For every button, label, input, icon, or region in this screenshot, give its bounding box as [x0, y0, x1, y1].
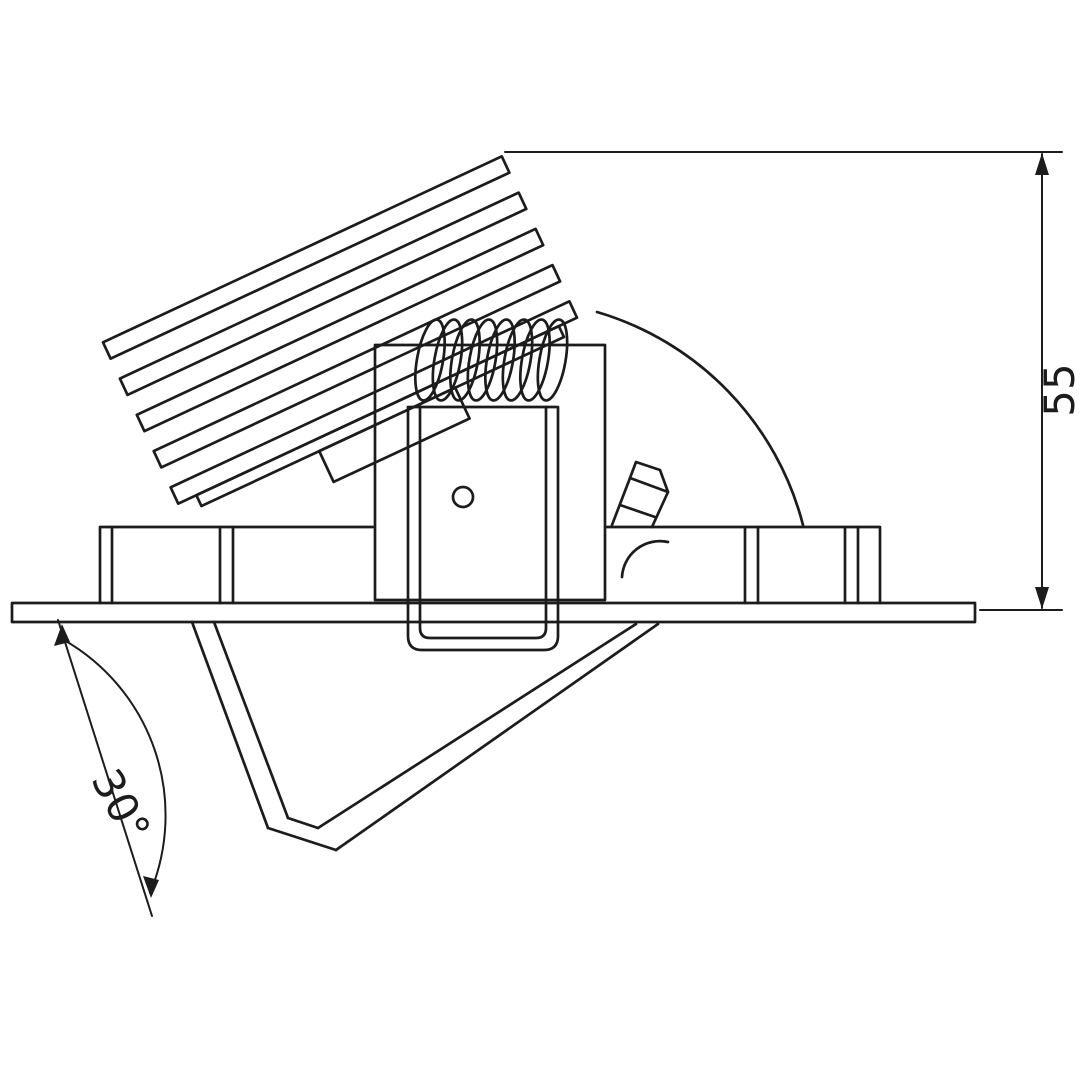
height-arrow-bottom: [1035, 587, 1049, 609]
gimbal-arc: [595, 310, 805, 527]
height-dimension-label: 55: [1035, 363, 1080, 416]
height-dimension: 55: [504, 151, 1080, 611]
angle-arrow-bottom: [143, 876, 159, 898]
angle-dimension-label: 30°: [82, 761, 160, 850]
tilted-lamp-body: [190, 620, 660, 852]
height-arrow-top: [1035, 153, 1049, 175]
angle-arrow-top: [54, 624, 70, 646]
heatsink: [101, 155, 579, 508]
angle-dimension: 30°: [54, 619, 167, 917]
trim-ring-right: [605, 525, 882, 605]
mounting-plate: [10, 601, 977, 624]
bracket-screw-hole: [451, 485, 475, 509]
trim-ring-left: [98, 525, 375, 605]
lamp-clip-detail: [610, 460, 670, 529]
